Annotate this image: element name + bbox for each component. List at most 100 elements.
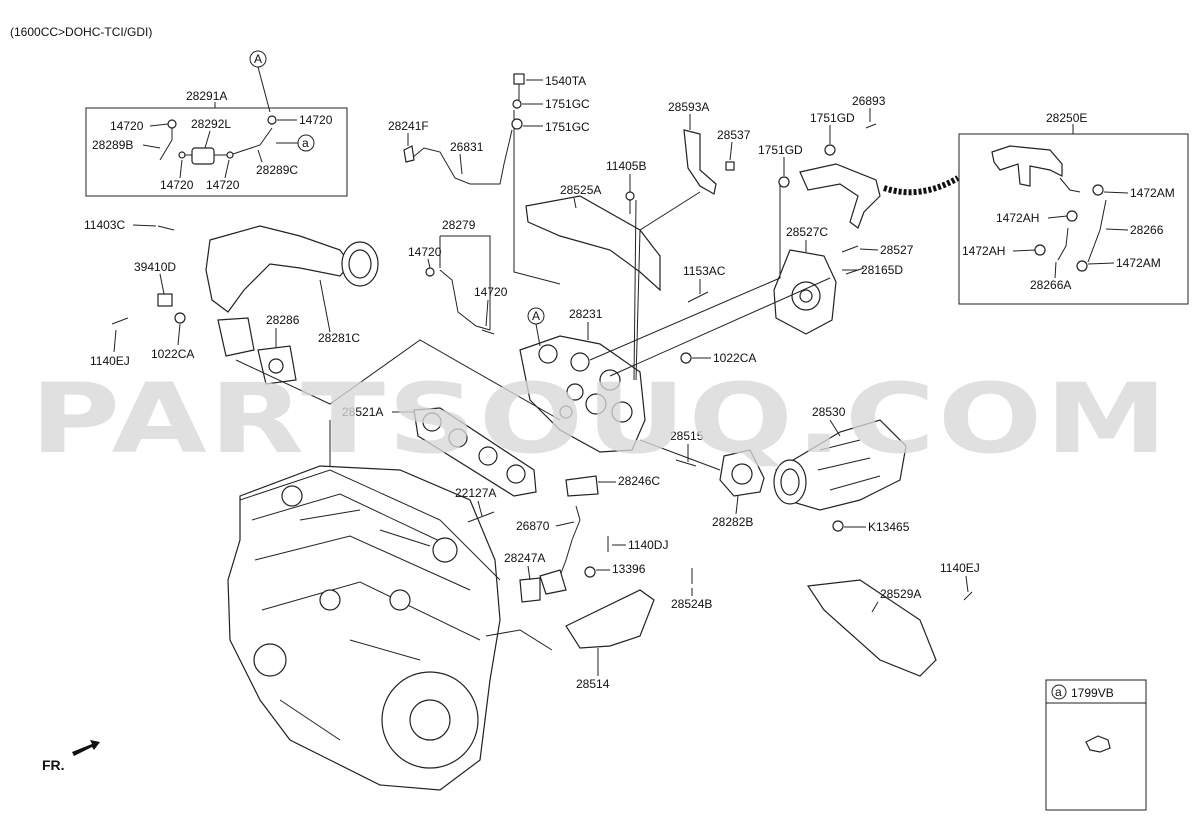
water-pipe-icon — [799, 163, 881, 229]
catalytic-converter-illustration — [773, 419, 907, 511]
turbo-manifold-illustration — [519, 335, 646, 453]
heat-protector-icon — [525, 195, 661, 292]
part-label: 28527C — [786, 225, 828, 239]
engine-spec-header: (1600CC>DOHC-TCI/GDI) — [10, 25, 152, 39]
part-label: 1022CA — [713, 351, 756, 365]
part-label: 26831 — [450, 140, 484, 154]
part-label: 22127A — [455, 486, 496, 500]
part-label: 26893 — [852, 94, 886, 108]
inset-label: 14720 — [206, 178, 240, 192]
washer-icon — [824, 144, 836, 156]
part-label: 1153AC — [683, 264, 726, 278]
legend-box: a 1799VB — [1045, 679, 1147, 811]
water-hose-inset: 28250E 1472AM 1472AH 28266 1472AH 1472AM… — [958, 111, 1189, 305]
marker-a-letter: a — [302, 136, 309, 150]
part-label: 14720 — [474, 285, 508, 299]
inset-label: 1472AH — [962, 244, 1005, 258]
part-label: 1751GC — [545, 97, 590, 111]
part-label: 14720 — [408, 245, 442, 259]
marker-A-letter: A — [532, 309, 540, 323]
inset-label: 28266A — [1030, 278, 1071, 292]
washer-icon — [511, 118, 523, 130]
legend-marker-circle — [1051, 684, 1067, 700]
clamp-icon — [178, 151, 186, 159]
part-label: 28525A — [560, 183, 601, 197]
part-label: 11403C — [84, 218, 125, 232]
inset-group-label: 28291A — [186, 89, 227, 103]
nut-icon — [832, 520, 844, 532]
clamp-icon — [226, 151, 234, 159]
part-label: 28241F — [388, 119, 429, 133]
inset-group-label: 28250E — [1046, 111, 1087, 125]
part-label: 1540TA — [545, 74, 586, 88]
engine-block-illustration — [227, 465, 501, 791]
part-label: 28281C — [318, 331, 360, 345]
front-arrow-icon — [72, 740, 100, 756]
clamp-icon — [267, 115, 277, 125]
bolt-icon — [725, 161, 735, 171]
washer-icon — [778, 176, 790, 188]
inset-label: 28266 — [1130, 223, 1164, 237]
part-label: 28231 — [569, 307, 603, 321]
part-label: 28515 — [670, 429, 704, 443]
part-label: 11405B — [606, 159, 646, 173]
part-label: 28282B — [712, 515, 753, 529]
watermark: PARTSOUQ.COM — [30, 363, 1170, 475]
part-label: 28530 — [812, 405, 846, 419]
part-label: 28524B — [671, 597, 712, 611]
inset-label: 28289B — [92, 138, 133, 152]
part-label: 28527 — [880, 243, 914, 257]
marker-A-letter: A — [254, 52, 262, 66]
manifold-gasket-illustration — [413, 407, 537, 497]
hose-clamp-icon — [1066, 210, 1078, 222]
callout-arrow-icon — [883, 175, 960, 196]
hose-assembly-inset: 28291A 14720 14720 28292L 28289B 14720 1… — [85, 50, 348, 197]
part-label: 13396 — [612, 562, 646, 576]
inset-label: 1472AH — [996, 211, 1039, 225]
bolt-icon — [513, 73, 525, 85]
legend-part-number: 1799VB — [1071, 686, 1114, 700]
inset-box-frame — [85, 107, 348, 197]
check-valve-icon — [191, 147, 215, 165]
bracket-icon — [403, 145, 415, 163]
sensor-icon — [157, 293, 173, 307]
inset-label: 1472AM — [1116, 256, 1161, 270]
nut-icon — [584, 566, 596, 578]
part-label: 1751GD — [758, 143, 803, 157]
part-label: 1140EJ — [940, 561, 980, 575]
part-label: 28537 — [717, 128, 751, 142]
heat-protector-28529A-icon — [806, 579, 937, 677]
part-label: 26870 — [516, 519, 550, 533]
inset-label: 28289C — [256, 163, 298, 177]
bracket-icon — [683, 129, 717, 195]
inset-label: 14720 — [110, 119, 144, 133]
clamp-icon — [425, 267, 435, 277]
inset-label: 1472AM — [1130, 186, 1175, 200]
part-label: 1751GD — [810, 111, 855, 125]
clamp-icon — [167, 119, 177, 129]
part-label: 39410D — [134, 260, 176, 274]
part-label: K13465 — [868, 520, 910, 534]
hose-clamp-icon — [1076, 260, 1088, 272]
bracket-28514-icon — [565, 589, 655, 649]
part-label: 28521A — [342, 405, 383, 419]
part-label: 1022CA — [151, 347, 194, 361]
part-label: 28279 — [442, 218, 476, 232]
inset-label: 14720 — [299, 113, 333, 127]
inset-label: 28292L — [191, 117, 231, 131]
part-label: 28593A — [668, 100, 709, 114]
gasket-28247A-icon — [519, 577, 541, 603]
washer-icon — [512, 99, 522, 109]
nut-icon — [680, 352, 692, 364]
hose-clamp-icon — [1092, 184, 1104, 196]
part-label: 28247A — [504, 551, 545, 565]
clip-icon — [1085, 735, 1111, 753]
gasket-28246C-icon — [565, 475, 599, 497]
legend-box-frame — [1045, 679, 1147, 811]
legend-marker-letter: a — [1055, 685, 1062, 699]
front-direction-label: FR. — [42, 757, 65, 773]
part-label: 1140EJ — [90, 354, 130, 368]
fasteners — [111, 73, 973, 601]
intake-pipe-illustration — [205, 225, 379, 385]
